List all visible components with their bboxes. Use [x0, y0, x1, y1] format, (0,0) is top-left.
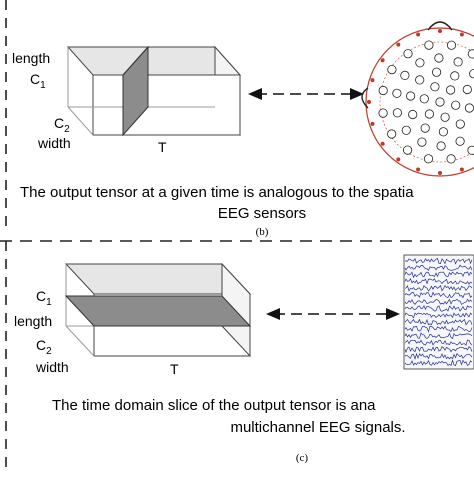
electrode-dot [465, 104, 473, 112]
electrode-dot [470, 70, 474, 78]
eeg-electrode-map-icon [362, 22, 474, 176]
electrode-dot [451, 72, 459, 80]
tag-b: (b) [256, 226, 269, 238]
electrode-dot [460, 168, 464, 172]
electrode-dot [388, 65, 396, 73]
electrode-dot [402, 126, 410, 134]
panel-b: length C1 C2 width T The output tensor a… [12, 22, 474, 238]
electrode-dot [393, 89, 401, 97]
electrode-dot [454, 58, 462, 66]
electrode-dot [371, 78, 375, 82]
label-c1-b: C1 [30, 71, 46, 91]
tensor-box-b [68, 47, 240, 135]
label-c1-c: C1 [36, 288, 52, 308]
electrode-dot [435, 54, 443, 62]
electrode-dot [403, 146, 411, 154]
caption-c-line2: multichannel EEG signals. [230, 419, 405, 436]
electrode-dot [431, 83, 439, 91]
electrode-dot [441, 113, 449, 121]
label-t-c: T [170, 361, 179, 377]
electrode-dot [396, 157, 400, 161]
label-length-b: length [12, 50, 50, 66]
caption-c-line1: The time domain slice of the output tens… [52, 397, 376, 414]
electrode-dot [379, 109, 387, 117]
time-domain-slice-c [66, 296, 250, 326]
electrode-dot [456, 137, 464, 145]
electrode-dot [406, 92, 414, 100]
electrode-dot [416, 59, 424, 67]
electrode-dot [463, 85, 471, 93]
double-arrow-b-icon [248, 88, 364, 100]
electrode-dot [439, 128, 447, 136]
electrode-dot [418, 138, 426, 146]
double-arrow-c-icon [266, 308, 400, 320]
electrode-dot [416, 76, 424, 84]
electrode-dot [468, 50, 474, 58]
label-width-c: width [35, 359, 69, 375]
caption-b-line1: The output tensor at a given time is ana… [20, 184, 414, 201]
electrode-dot [367, 100, 371, 104]
electrode-dot [424, 155, 432, 163]
electrode-dot [452, 101, 460, 109]
label-width-b: width [37, 135, 71, 151]
tag-c: (c) [296, 452, 309, 464]
label-length-c: length [14, 313, 52, 329]
label-c2-b: C2 [54, 115, 70, 135]
electrode-dot [381, 142, 385, 146]
electrode-dot [416, 33, 420, 37]
electrode-dot [420, 95, 428, 103]
electrode-dot [421, 124, 429, 132]
electrode-dot [460, 33, 464, 37]
electrode-dot [468, 146, 474, 154]
electrode-dot [388, 130, 396, 138]
electrode-dot [432, 68, 440, 76]
panel-c: C1 length C2 width T The time domain sli… [14, 255, 474, 464]
electrode-dot [409, 110, 417, 118]
electrode-dot [437, 142, 445, 150]
electrode-dot [396, 43, 400, 47]
electrode-dot [456, 120, 464, 128]
electrode-dot [438, 29, 442, 33]
electrode-dot [438, 171, 442, 175]
electrode-dot [379, 86, 387, 94]
electrode-dot [416, 168, 420, 172]
electrode-dot [404, 50, 412, 58]
electrode-dot [425, 110, 433, 118]
electrode-dot [436, 98, 444, 106]
electrode-dot [393, 109, 401, 117]
electrode-dot [425, 41, 433, 49]
electrode-dot [371, 122, 375, 126]
eeg-signal-traces-icon [404, 255, 474, 369]
electrode-dot [381, 58, 385, 62]
electrode-dot [446, 86, 454, 94]
electrode-dot [447, 41, 455, 49]
electrode-dot [401, 71, 409, 79]
label-c2-c: C2 [36, 337, 52, 357]
electrode-dot [447, 155, 455, 163]
caption-b-line2: EEG sensors [218, 205, 306, 222]
label-t-b: T [158, 139, 167, 155]
